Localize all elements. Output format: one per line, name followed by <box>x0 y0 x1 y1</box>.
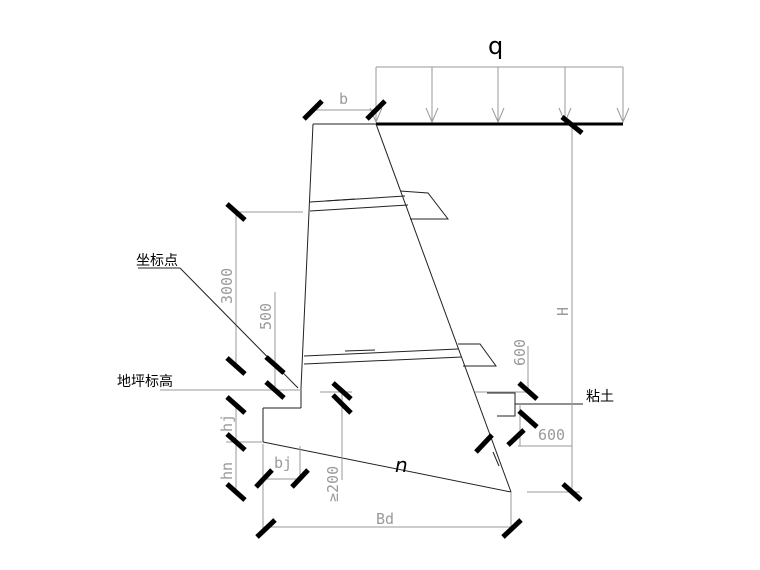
hj-label: hj <box>218 414 236 432</box>
H-label: H <box>554 307 572 316</box>
dim-500-label: 500 <box>257 303 275 330</box>
dim-ge200-label: ≥200 <box>324 466 342 502</box>
bj-label: bj <box>274 454 292 472</box>
drain-pipe-lower <box>303 343 497 367</box>
surcharge-load <box>369 66 630 124</box>
drain-pipe-upper <box>309 190 450 220</box>
dim-600b-label: 600 <box>538 426 565 444</box>
dim-600-label: 600 <box>511 339 529 366</box>
coord-point-label: 坐标点 <box>136 253 178 269</box>
clay-label: 粘土 <box>586 389 614 405</box>
dimension-ticks <box>225 99 584 539</box>
dim-3000-label: 3000 <box>218 268 236 304</box>
n-label: n <box>395 453 408 477</box>
q-label: q <box>488 32 503 60</box>
b-label: b <box>339 90 348 108</box>
ground-elevation-label: 地坪标高 <box>117 373 173 390</box>
clay-layer <box>487 392 583 467</box>
Bd-label: Bd <box>376 510 394 528</box>
dimension-lines <box>138 109 580 530</box>
hn-label: hn <box>218 462 236 480</box>
wall-body <box>262 123 512 493</box>
